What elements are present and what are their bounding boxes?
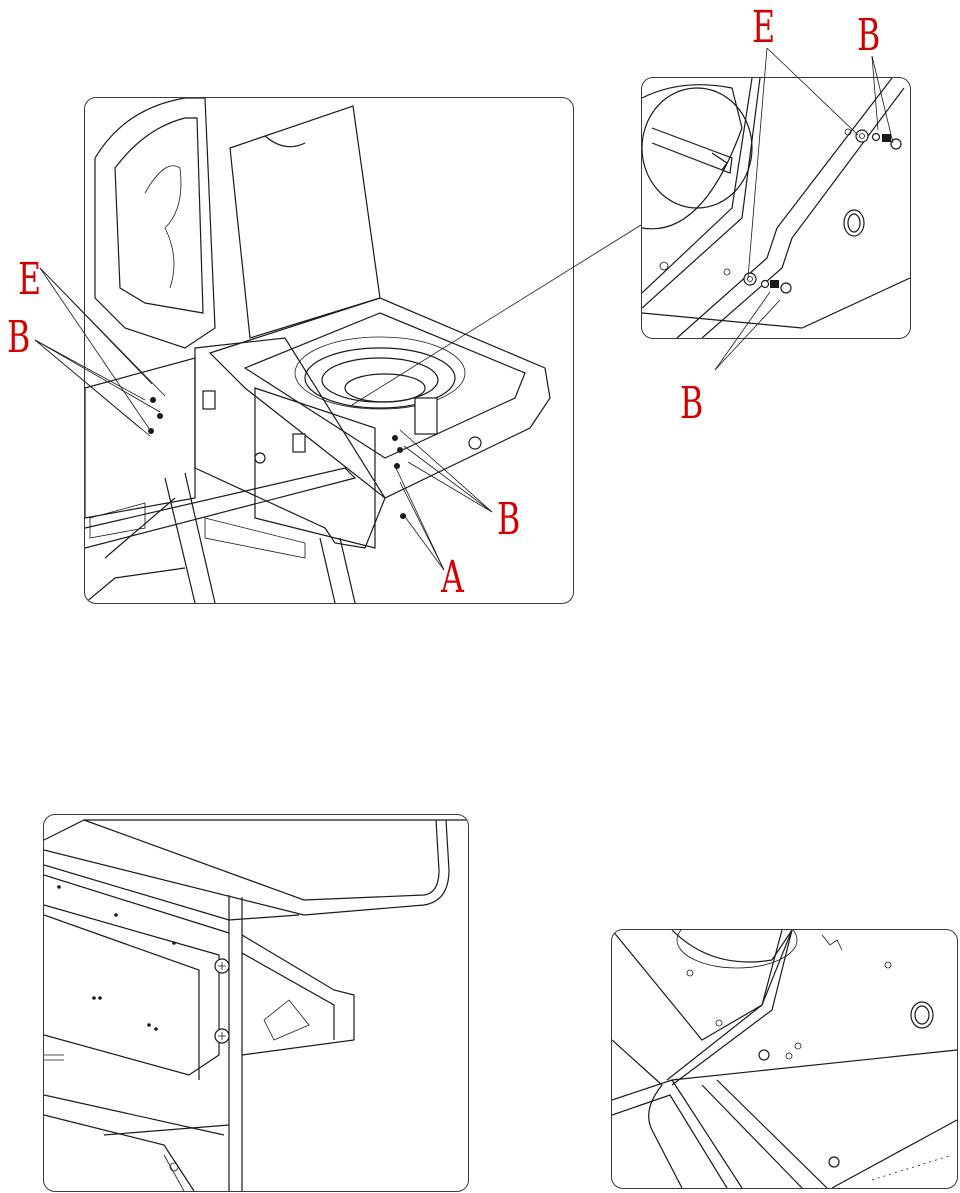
- detail-panel: [641, 77, 911, 339]
- bottom-right-drawing: [612, 930, 957, 1188]
- bottom-left-drawing: [44, 819, 468, 1191]
- callout-b-main-right: B: [497, 494, 521, 545]
- callout-b-detail-top: B: [857, 10, 881, 61]
- bottom-right-panel: [611, 929, 958, 1189]
- callout-e-detail: E: [752, 2, 776, 53]
- callout-b-main-left: B: [7, 312, 31, 363]
- callout-b-detail-bottom: B: [680, 378, 704, 429]
- callout-a-main: A: [441, 552, 464, 603]
- bottom-left-panel: [43, 814, 469, 1192]
- callout-e-main: E: [18, 254, 42, 305]
- detail-drawing: [642, 78, 910, 338]
